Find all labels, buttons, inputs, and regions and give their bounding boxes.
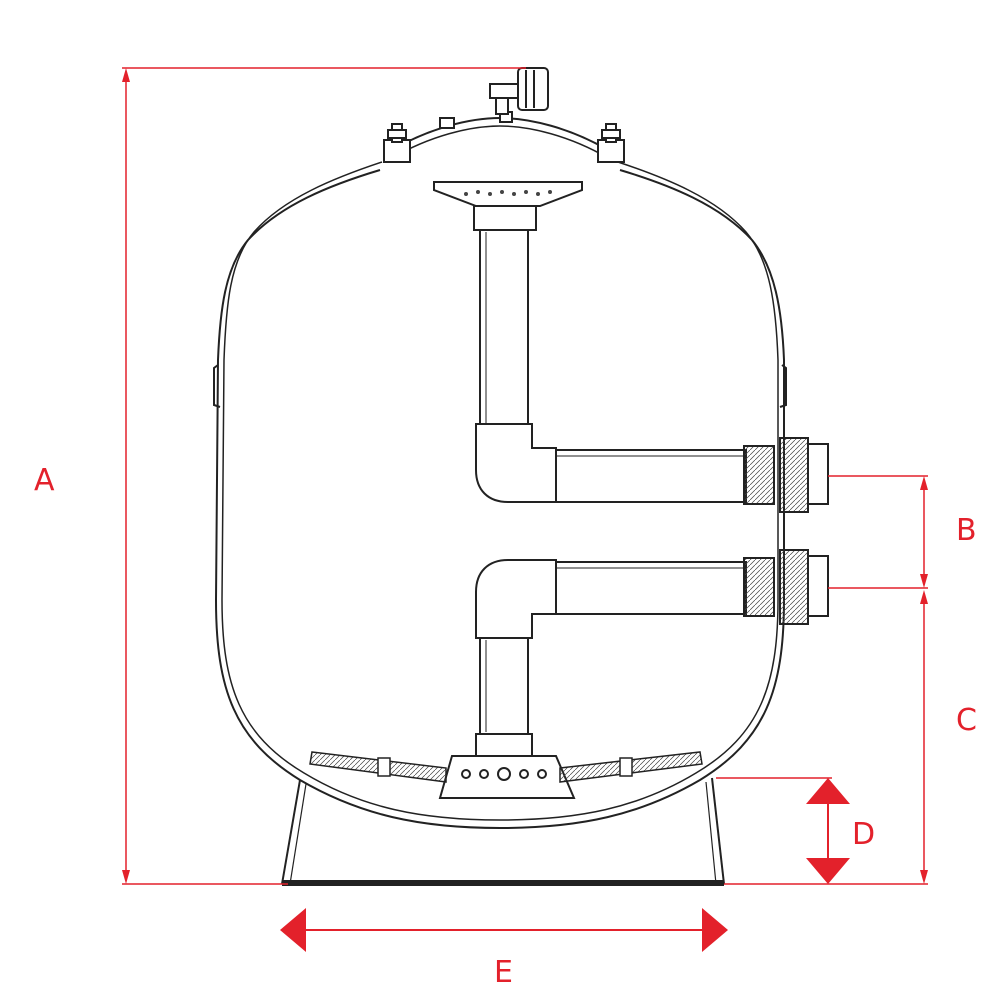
stand-right-leg-inner [705, 781, 717, 885]
diffuser-collar [473, 205, 537, 231]
dim-c-arrow-bottom [920, 870, 928, 884]
tank-lid-inner [391, 125, 609, 159]
base-stand [281, 777, 725, 886]
lower-collar [475, 733, 533, 757]
left-clamp-block [383, 139, 411, 163]
diffuser-plate [433, 181, 583, 207]
lower-pipe [475, 559, 747, 757]
left-clamp-nut [387, 129, 407, 139]
right-lateral-clip [619, 757, 633, 777]
lid-clamps [383, 111, 625, 163]
stand-left-leg [281, 779, 301, 885]
upper-vertical-pipe [479, 229, 529, 427]
right-clamp-nut [601, 129, 621, 139]
bottom-collector [438, 755, 576, 799]
collector-hub [438, 755, 576, 799]
left-lateral-clip [377, 757, 391, 777]
lower-outlet-spigot [807, 555, 829, 617]
upper-union-nut-right [779, 437, 809, 513]
lower-union-nut-left [743, 557, 775, 617]
upper-elbow [475, 423, 557, 503]
stand-foot [282, 880, 724, 886]
tank-inner-shell [221, 161, 779, 821]
lid-bolt-left [439, 117, 455, 129]
left-lug [213, 364, 221, 408]
tank-outer-shell [214, 169, 785, 830]
dim-b-arrow-bottom [920, 574, 928, 588]
dim-e-arrow-left [280, 908, 306, 952]
lower-union-nut-right [779, 549, 809, 625]
stand-left-leg-inner [289, 783, 307, 885]
lower-outlet [743, 549, 829, 625]
upper-union-nut-left [743, 445, 775, 505]
upper-outlet-spigot [807, 443, 829, 505]
dimension-labels: A B C D E [34, 463, 977, 990]
collector-holes [461, 767, 547, 781]
diffuser-holes [464, 190, 552, 196]
stand-right-leg [711, 777, 725, 885]
dim-a-arrow-top [122, 68, 130, 82]
dim-label-d: D [852, 817, 875, 852]
dim-d-arrow-top [806, 778, 850, 804]
dim-c-arrow-top [920, 590, 928, 604]
top-diffuser [433, 181, 583, 231]
dim-label-b: B [956, 513, 977, 548]
dim-label-a: A [34, 463, 55, 498]
dim-d-arrow-bottom [806, 858, 850, 884]
lower-horizontal-pipe [555, 561, 747, 615]
laterals [309, 751, 703, 783]
dimensions [122, 67, 928, 931]
upper-horizontal-pipe [555, 449, 747, 503]
upper-outlet [743, 437, 829, 513]
right-clamp-block [597, 139, 625, 163]
pressure-gauge [489, 67, 549, 115]
dim-e-arrow-right [702, 908, 728, 952]
lower-elbow [475, 559, 557, 639]
gauge-valve [489, 83, 521, 99]
right-lug [779, 364, 787, 408]
dim-label-c: C [956, 703, 977, 738]
upper-pipe [475, 229, 747, 503]
dim-label-e: E [494, 955, 513, 990]
dim-b-arrow-top [920, 476, 928, 490]
lower-vertical-pipe [479, 637, 529, 735]
dimension-arrowheads [122, 68, 928, 952]
dim-a-arrow-bottom [122, 870, 130, 884]
